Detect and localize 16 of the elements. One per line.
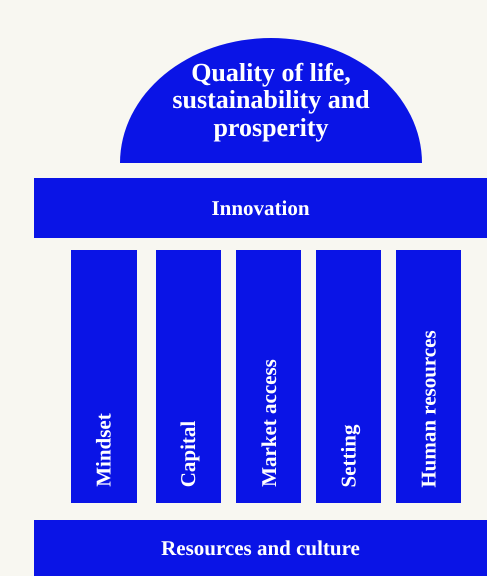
beam-bar (34, 520, 487, 576)
label-text: Mindset (92, 413, 115, 487)
beam-bar (34, 178, 487, 238)
pillar-column (316, 250, 381, 503)
label-text: Market access (257, 359, 280, 487)
dome-shape (120, 38, 422, 163)
label-text: Capital (177, 420, 200, 487)
pillar-column (71, 250, 137, 503)
label-text: Quality of life, sustainability and prosperity (171, 59, 371, 141)
pillar-column (396, 250, 461, 503)
pillar-column (156, 250, 221, 503)
pillar-column (236, 250, 301, 503)
label-text: Setting (337, 424, 360, 488)
label-text: Innovation (211, 196, 310, 220)
label-text: Human resources (418, 330, 440, 488)
label-text: Resources and culture (161, 536, 360, 560)
